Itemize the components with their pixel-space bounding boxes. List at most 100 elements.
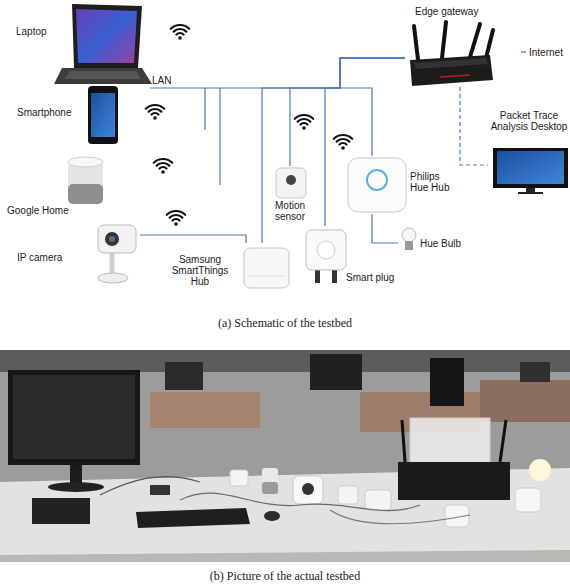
wifi-symbol bbox=[171, 25, 189, 40]
testbed-photo bbox=[13, 375, 135, 459]
testbed-photo bbox=[500, 420, 506, 462]
lan-bus bbox=[150, 52, 526, 185]
testbed-photo bbox=[398, 462, 510, 500]
router-icon bbox=[410, 22, 493, 86]
testbed-photo bbox=[310, 354, 362, 390]
device-node: Edge gateway bbox=[405, 5, 497, 87]
hue-bulb-icon bbox=[402, 228, 416, 242]
smartthings-hub-icon bbox=[244, 248, 289, 288]
testbed-photo bbox=[0, 550, 570, 562]
wifi-symbol bbox=[334, 135, 352, 150]
smartphone-icon bbox=[91, 93, 115, 137]
hue-bulb-icon bbox=[402, 228, 416, 250]
testbed-photo bbox=[338, 486, 358, 504]
google-home-icon bbox=[68, 184, 103, 204]
testbed-photo bbox=[150, 392, 260, 428]
device-node: Laptop bbox=[15, 3, 155, 88]
laptop-icon bbox=[64, 71, 141, 79]
testbed-photo bbox=[180, 493, 420, 511]
testbed-photo bbox=[0, 350, 570, 562]
ip-camera-icon bbox=[109, 236, 115, 242]
lan-bus bbox=[219, 88, 220, 185]
testbed-photo bbox=[430, 358, 464, 406]
testbed-photo bbox=[165, 362, 203, 390]
device-label: Samsung SmartThings Hub bbox=[167, 254, 233, 287]
router-icon bbox=[414, 58, 488, 69]
device-label: Edge gateway bbox=[415, 6, 495, 17]
smartthings-hub-icon bbox=[248, 276, 285, 277]
testbed-photo bbox=[230, 470, 248, 486]
ip-camera-icon bbox=[105, 232, 119, 246]
desktop-icon bbox=[526, 188, 535, 192]
testbed-photo bbox=[365, 490, 391, 510]
device-node: Packet Trace Analysis Desktop bbox=[488, 108, 570, 194]
smartphone-icon bbox=[88, 86, 118, 144]
device-label: Google Home bbox=[7, 205, 87, 216]
lan-link bbox=[262, 58, 405, 243]
subfigure-caption: (b) Picture of the actual testbed bbox=[0, 569, 570, 583]
testbed-photo bbox=[8, 370, 140, 465]
lan-link bbox=[372, 214, 398, 243]
device-label: Packet Trace Analysis Desktop bbox=[489, 110, 569, 132]
smart-plug-icon bbox=[306, 230, 346, 283]
device-label: IP camera bbox=[17, 252, 79, 263]
wifi-symbol bbox=[154, 159, 172, 174]
testbed-photo bbox=[264, 511, 280, 521]
hue-bulb-icon bbox=[405, 241, 413, 250]
testbed-photo bbox=[515, 488, 541, 512]
testbed-photo bbox=[48, 482, 104, 492]
smart-plug-icon bbox=[306, 230, 346, 270]
subfigure-caption: (a) Schematic of the testbed bbox=[0, 316, 570, 330]
device-node: Motion sensor bbox=[266, 166, 314, 224]
desktop-icon bbox=[497, 151, 564, 184]
ip-camera-icon bbox=[110, 252, 115, 275]
testbed-photo bbox=[0, 350, 570, 372]
testbed-photo bbox=[262, 468, 278, 494]
router-icon bbox=[470, 24, 480, 57]
laptop-icon bbox=[72, 4, 142, 68]
smart-plug-icon bbox=[317, 241, 335, 259]
google-home-icon bbox=[68, 157, 103, 204]
testbed-photo bbox=[262, 482, 278, 494]
laptop-icon bbox=[54, 68, 152, 84]
laptop-icon bbox=[54, 4, 152, 84]
ip-camera-icon bbox=[98, 225, 136, 283]
network-label: Internet bbox=[529, 47, 563, 58]
hue-hub-icon bbox=[367, 170, 387, 190]
testbed-photo bbox=[100, 477, 200, 495]
motion-sensor-icon bbox=[276, 168, 306, 198]
testbed-photo bbox=[302, 483, 314, 495]
motion-sensor-icon bbox=[276, 168, 306, 198]
testbed-photo bbox=[402, 420, 405, 462]
router-icon bbox=[440, 75, 470, 77]
lan-link bbox=[340, 58, 405, 156]
device-node: Samsung SmartThings Hub bbox=[165, 243, 290, 291]
device-node: IP camera bbox=[15, 220, 140, 286]
device-node: Google Home bbox=[5, 155, 110, 220]
router-icon bbox=[414, 26, 418, 60]
ip-camera-icon bbox=[98, 225, 136, 253]
hue-hub-icon bbox=[348, 158, 406, 212]
ip-camera-icon bbox=[98, 273, 128, 283]
testbed-photo bbox=[32, 498, 90, 524]
device-node: Hue Bulb bbox=[398, 226, 474, 260]
testbed-photo bbox=[150, 485, 170, 495]
device-label: Motion sensor bbox=[266, 200, 314, 222]
desktop-icon bbox=[493, 148, 568, 188]
wifi-symbol bbox=[167, 211, 185, 226]
router-icon bbox=[410, 55, 493, 86]
router-icon bbox=[442, 22, 446, 58]
device-node: Philips Hue Hub bbox=[346, 156, 446, 214]
testbed-photo bbox=[410, 418, 490, 464]
testbed-photo bbox=[330, 510, 470, 524]
wifi-symbol bbox=[295, 115, 313, 130]
lan-link bbox=[140, 235, 246, 243]
google-home-icon bbox=[68, 157, 103, 167]
testbed-photo bbox=[520, 362, 550, 382]
device-label: Smart plug bbox=[346, 272, 398, 283]
lan-bus bbox=[521, 51, 526, 52]
